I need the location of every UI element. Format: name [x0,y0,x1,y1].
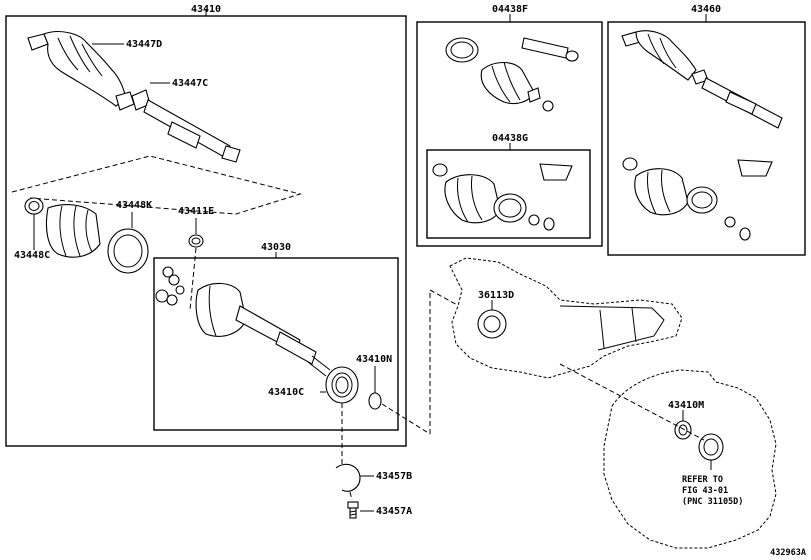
bolt [347,501,359,519]
transmission-housing [603,369,777,549]
drawing-number: 432963A [770,548,806,558]
frame-04438F-label: 04438F [492,4,528,15]
refer-note-line2: FIG 43-01 [682,486,728,496]
refer-note-line1: REFER TO [682,475,723,485]
clamp-band [107,228,149,274]
callout-43410C: 43410C [268,387,304,398]
referenced-seal [698,433,724,461]
reference-leader [11,155,302,215]
callout-43448K: 43448K [116,200,152,211]
oil-seal [477,309,507,339]
other-side-shaft [621,30,783,241]
frame-43030-label: 43030 [261,242,291,253]
frame-43410-label: 43410 [191,4,221,15]
callout-43410M: 43410M [668,400,704,411]
callout-43410N: 43410N [356,354,392,365]
snap-ring [188,234,204,248]
callout-43411E: 43411E [178,206,214,217]
tripod-rollers [155,266,185,306]
callout-43447C: 43447C [172,78,208,89]
boot-clamp [24,197,44,215]
bracket-seal [674,420,692,440]
inner-boot-kit-parts [432,163,573,231]
callout-43457A: 43457A [376,506,412,517]
differential-housing [449,257,683,379]
callout-43447D: 43447D [126,39,162,50]
inboard-joint-housing [195,282,331,377]
frame-04438G-label: 04438G [492,133,528,144]
inboard-boot [45,204,101,258]
callout-43448C: 43448C [14,250,50,261]
dust-deflector [368,392,382,410]
frame-43460 [607,21,806,256]
frame-04438G [426,149,591,239]
outboard-joint-shaft [27,31,241,163]
refer-note-line3: (PNC 31105D) [682,497,743,507]
frame-43460-label: 43460 [691,4,721,15]
callout-43457B: 43457B [376,471,412,482]
center-bearing [325,366,359,404]
bearing-bracket [335,463,361,492]
boot-kit-parts [445,37,579,112]
callout-36113D: 36113D [478,290,514,301]
